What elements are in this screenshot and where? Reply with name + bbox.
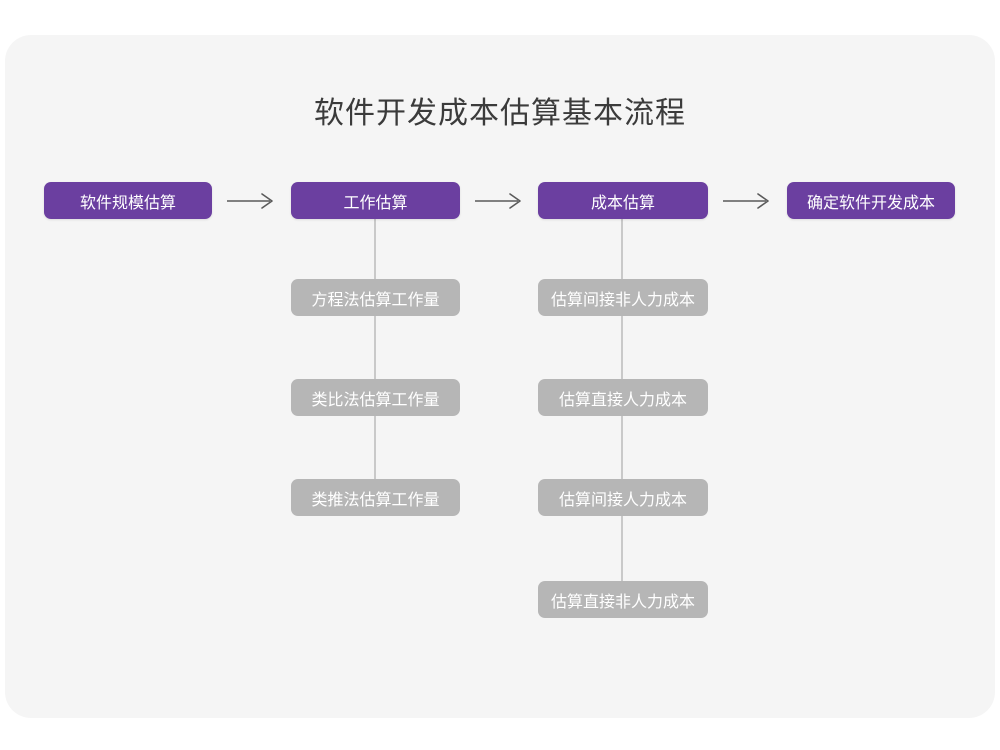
stage-node-label: 软件规模估算 [79, 194, 176, 212]
sub-node-indirect-nonlabor-cost[interactable]: 估算间接非人力成本 [538, 279, 708, 316]
stage-node-cost-estimation[interactable]: 成本估算 [538, 182, 708, 219]
stage-node-label: 确定软件开发成本 [806, 194, 935, 212]
page-title: 软件开发成本估算基本流程 [314, 97, 686, 130]
sub-node-equation-method-workload[interactable]: 方程法估算工作量 [291, 279, 460, 316]
sub-node-analogy-method-workload[interactable]: 类比法估算工作量 [291, 379, 460, 416]
sub-node-analogical-method-workload[interactable]: 类推法估算工作量 [291, 479, 460, 516]
diagram-card-background [5, 35, 995, 718]
sub-node-label: 估算直接非人力成本 [550, 593, 695, 611]
sub-node-direct-nonlabor-cost[interactable]: 估算直接非人力成本 [538, 581, 708, 618]
sub-node-label: 估算间接人力成本 [558, 491, 687, 509]
arrow-right-icon [475, 193, 521, 209]
arrow-right-icon [227, 193, 273, 209]
sub-node-indirect-labor-cost[interactable]: 估算间接人力成本 [538, 479, 708, 516]
stage-node-software-scale-estimation[interactable]: 软件规模估算 [44, 182, 212, 219]
arrow-right-icon [723, 193, 769, 209]
stage-node-determine-development-cost[interactable]: 确定软件开发成本 [787, 182, 955, 219]
sub-node-label: 类推法估算工作量 [311, 491, 440, 509]
sub-node-label: 估算直接人力成本 [558, 391, 687, 409]
stage-node-label: 成本估算 [590, 194, 655, 212]
sub-node-direct-labor-cost[interactable]: 估算直接人力成本 [538, 379, 708, 416]
sub-node-label: 类比法估算工作量 [311, 391, 440, 409]
stage-node-label: 工作估算 [343, 194, 408, 212]
arrow-stage1-to-stage2 [226, 189, 278, 213]
sub-node-label: 估算间接非人力成本 [550, 291, 695, 309]
arrow-stage3-to-stage4 [722, 189, 774, 213]
connector-line-work-estimation [374, 219, 376, 497]
stage-node-work-estimation[interactable]: 工作估算 [291, 182, 460, 219]
sub-node-label: 方程法估算工作量 [311, 291, 440, 309]
arrow-stage2-to-stage3 [474, 189, 526, 213]
